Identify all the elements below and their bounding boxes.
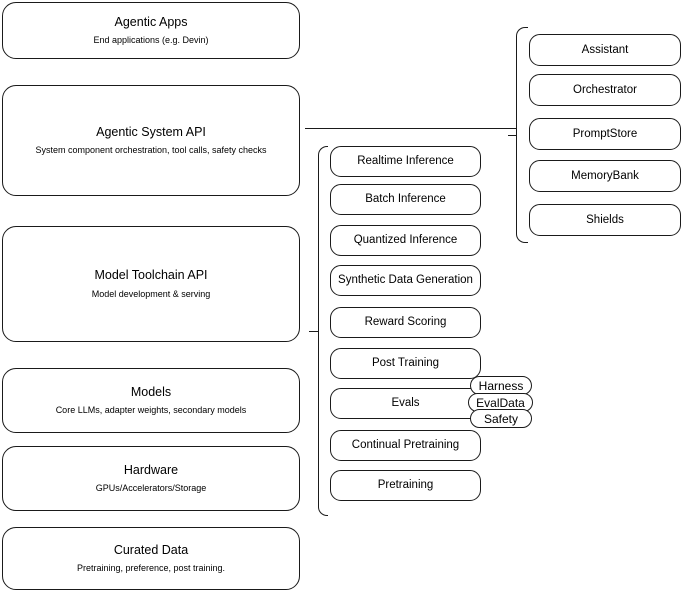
component-continual-pretraining[interactable]: Continual Pretraining — [330, 430, 481, 461]
component-label: Shields — [586, 213, 624, 226]
component-label: Post Training — [371, 357, 440, 370]
layer-subtitle: Model development & serving — [91, 288, 211, 299]
layer-subtitle: System component orchestration, tool cal… — [35, 145, 267, 156]
component-memorybank[interactable]: MemoryBank — [529, 160, 681, 192]
bracket-toolchain-tip — [309, 331, 318, 332]
layer-model-toolchain-api[interactable]: Model Toolchain API Model development & … — [2, 226, 300, 342]
evals-tag-label: EvalData — [476, 395, 525, 410]
layer-curated-data[interactable]: Curated Data Pretraining, preference, po… — [2, 527, 300, 590]
bracket-toolchain — [318, 146, 328, 516]
component-label: Evals — [391, 397, 420, 410]
connector-system-api-to-components — [305, 128, 517, 129]
layer-title: Agentic Apps — [114, 14, 188, 29]
evals-tag-label: Harness — [478, 378, 524, 393]
component-label: Quantized Inference — [353, 234, 458, 247]
component-label: PromptStore — [572, 127, 638, 140]
bracket-system-components — [516, 27, 528, 243]
component-label: Synthetic Data Generation — [338, 274, 473, 287]
layer-subtitle: Core LLMs, adapter weights, secondary mo… — [55, 405, 247, 416]
component-pretraining[interactable]: Pretraining — [330, 470, 481, 501]
component-label: Continual Pretraining — [351, 439, 460, 452]
component-label: Orchestrator — [573, 83, 637, 96]
component-batch-inference[interactable]: Batch Inference — [330, 184, 481, 215]
layer-title: Curated Data — [113, 542, 189, 557]
component-reward-scoring[interactable]: Reward Scoring — [330, 307, 481, 338]
component-evals[interactable]: Evals — [330, 388, 481, 419]
layer-title: Models — [130, 384, 172, 399]
component-shields[interactable]: Shields — [529, 204, 681, 236]
evals-tag-label: Safety — [483, 411, 519, 426]
component-orchestrator[interactable]: Orchestrator — [529, 74, 681, 106]
layer-subtitle: GPUs/Accelerators/Storage — [95, 483, 207, 494]
evals-tag-evaldata[interactable]: EvalData — [468, 393, 533, 412]
layer-title: Model Toolchain API — [94, 268, 208, 283]
layer-title: Agentic System API — [96, 124, 206, 139]
component-label: MemoryBank — [571, 169, 639, 182]
component-promptstore[interactable]: PromptStore — [529, 118, 681, 150]
layer-subtitle: Pretraining, preference, post training. — [76, 563, 226, 574]
component-label: Batch Inference — [365, 193, 446, 206]
bracket-system-components-tip — [508, 135, 517, 136]
component-assistant[interactable]: Assistant — [529, 34, 681, 66]
layer-agentic-apps[interactable]: Agentic Apps End applications (e.g. Devi… — [2, 2, 300, 59]
component-synthetic-data-generation[interactable]: Synthetic Data Generation — [330, 265, 481, 296]
layer-subtitle: End applications (e.g. Devin) — [93, 35, 209, 46]
component-quantized-inference[interactable]: Quantized Inference — [330, 225, 481, 256]
component-label: Pretraining — [377, 479, 434, 492]
component-realtime-inference[interactable]: Realtime Inference — [330, 146, 481, 177]
layer-models[interactable]: Models Core LLMs, adapter weights, secon… — [2, 368, 300, 433]
component-label: Reward Scoring — [364, 316, 447, 329]
component-label: Realtime Inference — [357, 155, 454, 168]
component-post-training[interactable]: Post Training — [330, 348, 481, 379]
layer-hardware[interactable]: Hardware GPUs/Accelerators/Storage — [2, 446, 300, 511]
evals-tag-safety[interactable]: Safety — [470, 409, 532, 428]
layer-agentic-system-api[interactable]: Agentic System API System component orch… — [2, 85, 300, 196]
component-label: Assistant — [581, 43, 629, 56]
layer-title: Hardware — [123, 462, 179, 477]
